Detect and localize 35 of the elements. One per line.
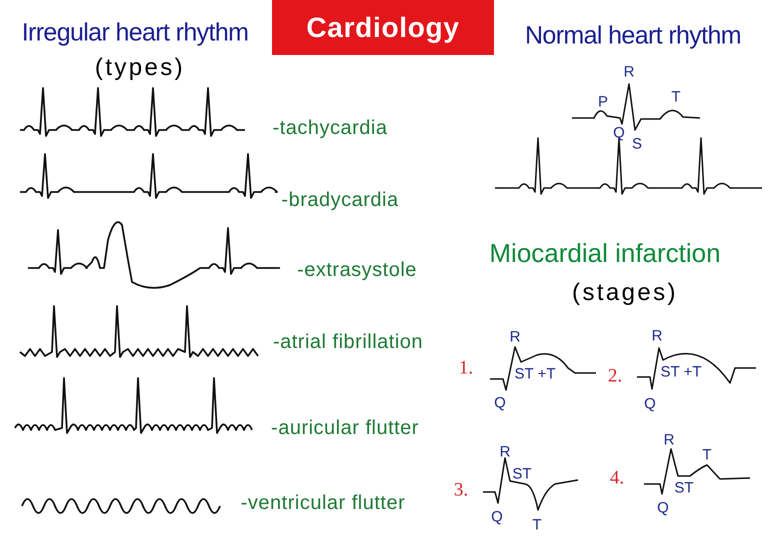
stage-number: 1.: [458, 358, 474, 378]
wave-label: T: [671, 90, 681, 104]
wave-label: Q: [494, 396, 506, 410]
wave-label: ST +T: [660, 364, 702, 380]
label: -atrial fibrillation: [272, 332, 424, 352]
title: Cardiology: [306, 10, 460, 45]
label: -tachycardia: [272, 118, 388, 138]
heading: Miocardial infarction: [489, 240, 721, 266]
wave-label: R: [624, 64, 634, 80]
wave-label: P: [598, 94, 608, 110]
wave-label: Q: [657, 500, 669, 516]
label: -bradycardia: [281, 190, 399, 210]
wave-label: ST +T: [514, 366, 556, 382]
stage-number: 2.: [608, 366, 622, 386]
wave-label: Q: [491, 510, 503, 524]
wave-label: T: [702, 448, 712, 462]
wave-label: R: [510, 330, 520, 344]
heading: Normal heart rhythm: [525, 24, 741, 48]
wave-label: ST: [674, 480, 694, 496]
label: -auricular flutter: [271, 418, 419, 438]
wave-label: T: [532, 518, 542, 532]
wave-label: R: [652, 328, 662, 344]
label: -ventricular flutter: [240, 493, 406, 513]
wave-label: ST: [512, 466, 532, 482]
stage-number: 3.: [454, 480, 468, 500]
label: -extrasystole: [297, 260, 417, 280]
label: (types): [94, 56, 186, 80]
stage-number: 4.: [610, 468, 624, 488]
wave-label: R: [664, 432, 674, 448]
wave-label: Q: [644, 396, 656, 412]
wave-label: R: [500, 444, 510, 460]
label: (stages): [572, 281, 678, 305]
wave-label: S: [632, 136, 642, 152]
wave-label: Q: [613, 126, 625, 140]
heading: Irregular heart rhythm: [22, 20, 248, 46]
